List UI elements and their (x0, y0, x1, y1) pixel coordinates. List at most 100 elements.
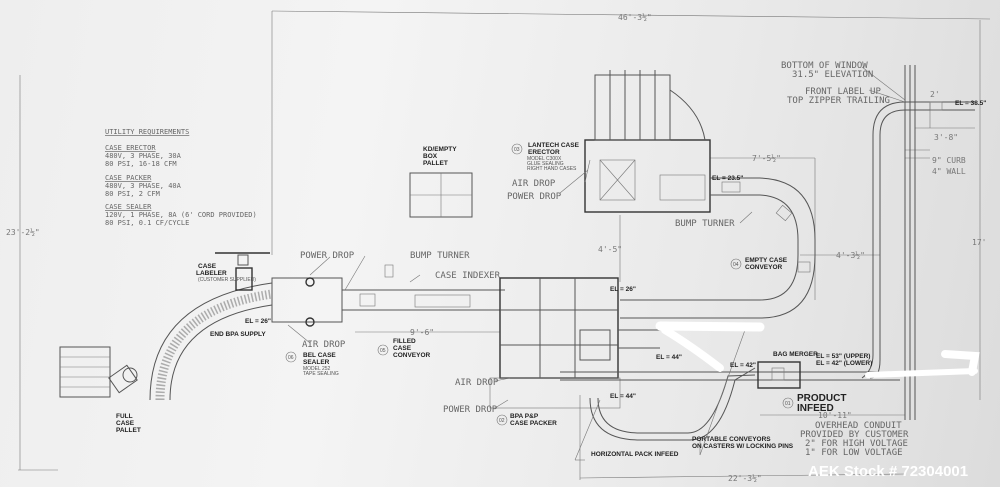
station-name: FILLED (393, 338, 416, 345)
station-name: BPA P&P (510, 413, 539, 420)
air-drop-label: AIR DROP (512, 179, 556, 189)
watermark: AEK Stock # 72304001 (808, 463, 968, 480)
station-sub: GLUE SEALING (527, 161, 564, 167)
elevation-label: EL = 42" (730, 362, 756, 369)
portable-conveyors-label: ON CASTERS W/ LOCKING PINS (692, 443, 794, 450)
kd-pallet-label: PALLET (423, 160, 448, 167)
station-name: CASE PACKER (510, 420, 557, 427)
utility-title: UTILITY REQUIREMENTS (105, 128, 189, 136)
window-note: BOTTOM OF WINDOW (781, 61, 868, 71)
horizontal-pack-infeed-label: HORIZONTAL PACK INFEED (591, 451, 679, 458)
dim-conveyor-gap: 4'-3½" (836, 250, 865, 260)
case-packer (489, 277, 660, 409)
equipment-labels: POWER DROP BUMP TURNER CASE INDEXER AIR … (116, 146, 818, 458)
power-drop-label: POWER DROP (443, 405, 498, 415)
dim-filled-conveyor: 9'-6" (410, 328, 434, 337)
leader-lines (287, 66, 906, 409)
dim-erector-gap: 4'-5" (598, 245, 622, 254)
power-drop-label: POWER DROP (507, 192, 562, 202)
kd-empty-box-pallet (409, 172, 473, 218)
station-name: CASE (393, 345, 412, 352)
station-number: 02 (499, 418, 505, 424)
elevation-label: EL = 42" (LOWER) (816, 360, 872, 367)
dim-erector-offset: 7'-5½" (752, 153, 781, 163)
elevation-label: EL = 23.5" (712, 175, 743, 182)
utility-item-name: CASE ERECTOR (105, 144, 156, 152)
dim-wall: 4" WALL (932, 167, 966, 176)
conduit-note: PROVIDED BY CUSTOMER (800, 430, 909, 440)
filled-case-conveyor (271, 264, 505, 327)
station-name: INFEED (797, 403, 834, 414)
dim-overall-height: 23'-2½" (6, 227, 40, 237)
conduit-note: 2" FOR HIGH VOLTAGE (805, 439, 908, 449)
utility-item-line: 480V, 3 PHASE, 30A (105, 152, 182, 160)
full-case-pallet (59, 346, 138, 398)
notes: BOTTOM OF WINDOW 31.5" ELEVATION FRONT L… (781, 61, 909, 458)
station-name: CONVEYOR (393, 352, 431, 359)
station-sub: TAPE SEALING (303, 371, 339, 377)
station-number: 01 (785, 401, 791, 407)
utility-item-name: CASE PACKER (105, 174, 152, 182)
elevation-labels: EL = 26" EL = 23.5" EL = 26" EL = 44" EL… (245, 100, 986, 400)
full-pallet-label: CASE (116, 420, 135, 427)
dim-window-offset: 2' (930, 90, 940, 99)
full-pallet-label: PALLET (116, 427, 141, 434)
station-name: EMPTY CASE (745, 257, 788, 264)
elevation-label: EL = 44" (656, 354, 682, 361)
bpa-supply-conveyor (149, 282, 273, 401)
air-drop-label: AIR DROP (302, 340, 346, 350)
elevation-label: EL = 44" (610, 393, 636, 400)
dim-curb: 9" CURB (932, 156, 966, 165)
station-number: 06 (288, 355, 294, 361)
case-labeler-label: CASE (198, 263, 217, 270)
redaction-marks (655, 321, 980, 378)
station-sub: MODEL C300X (527, 156, 562, 162)
utility-item-line: 80 PSI, 16-18 CFM (105, 160, 177, 168)
case-indexer-label: CASE INDEXER (435, 271, 501, 281)
dimension-lines (18, 10, 991, 480)
conduit-note: OVERHEAD CONDUIT (815, 421, 902, 431)
full-pallet-label: FULL (116, 413, 133, 420)
portable-conveyors (574, 329, 756, 461)
elevation-label: EL = 26" (245, 318, 271, 325)
product-infeed-conveyor (560, 101, 975, 389)
case-labeler-note: (CUSTOMER SUPPLIED) (198, 277, 256, 283)
case-erector (584, 70, 711, 213)
bag-merger-label: BAG MERGER (773, 351, 818, 358)
station-number: 05 (380, 348, 386, 354)
power-drop-label: POWER DROP (300, 251, 355, 261)
elevation-label: EL = 38.5" (955, 100, 986, 107)
utility-item-line: 480V, 3 PHASE, 40A (105, 182, 182, 190)
station-name: BEL CASE (303, 352, 336, 359)
utility-item-line: 80 PSI, 0.1 CF/CYCLE (105, 219, 189, 227)
kd-pallet-label: BOX (423, 153, 438, 160)
station-number: 04 (733, 262, 739, 268)
kd-pallet-label: KD/EMPTY (423, 146, 457, 153)
air-drop-label: AIR DROP (455, 378, 499, 388)
utility-item-line: 80 PSI, 2 CFM (105, 190, 160, 198)
utility-item-line: 120V, 1 PHASE, 8A (6' CORD PROVIDED) (105, 211, 257, 219)
bump-turner-label: BUMP TURNER (675, 219, 735, 229)
station-name: SEALER (303, 359, 330, 366)
bump-turner-label: BUMP TURNER (410, 251, 470, 261)
dim-bottom-width: 22'-3½" (728, 473, 762, 483)
station-name: PRODUCT (797, 393, 846, 404)
dim-infeed-length: 10'-11" (818, 411, 852, 420)
station-sub: RIGHT HAND CASES (527, 166, 577, 172)
station-number: 03 (514, 147, 520, 153)
utility-item-name: CASE SEALER (105, 203, 152, 211)
dim-overall-width: 46'-3½" (618, 12, 652, 22)
empty-case-conveyor (620, 177, 816, 319)
utility-requirements: UTILITY REQUIREMENTS CASE ERECTOR 480V, … (105, 128, 257, 227)
station-tags: 01 PRODUCT INFEED 02 BPA P&P CASE PACKER… (285, 142, 846, 427)
elevation-label: EL = 26" (610, 286, 636, 293)
station-name: LANTECH CASE (528, 142, 580, 149)
station-name: ERECTOR (528, 149, 560, 156)
building-wall (904, 65, 916, 420)
label-note: FRONT LABEL UP (805, 87, 881, 97)
portable-conveyors-label: PORTABLE CONVEYORS (692, 436, 771, 443)
elevation-label: EL = 53" (UPPER) (816, 353, 870, 360)
station-sub: MODEL 252 (303, 366, 331, 372)
